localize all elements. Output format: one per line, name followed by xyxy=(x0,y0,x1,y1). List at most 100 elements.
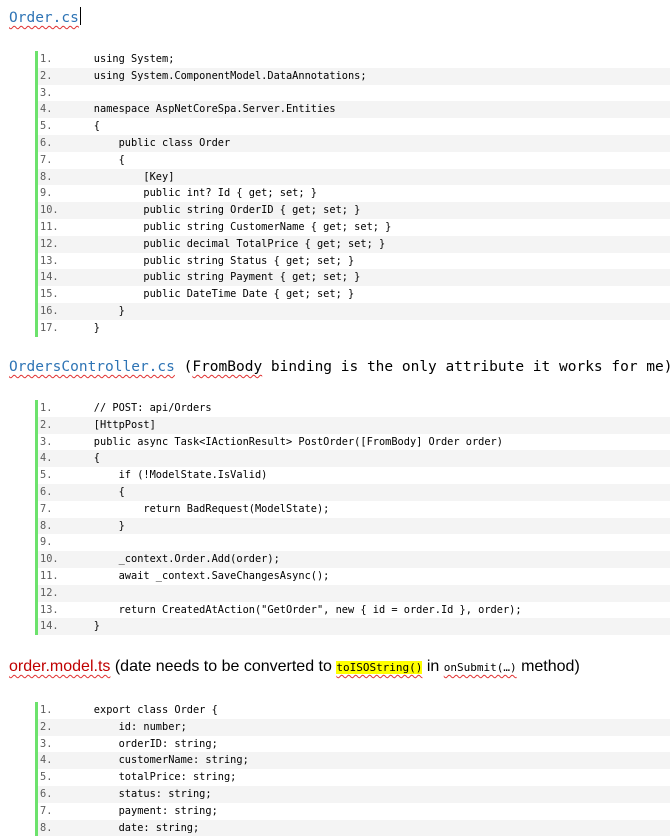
code-text: public decimal TotalPrice { get; set; } xyxy=(69,237,386,250)
line-number: 9. xyxy=(40,536,53,549)
code-text: } xyxy=(69,519,125,532)
code-line: 12. xyxy=(38,584,670,602)
line-number: 10. xyxy=(40,553,59,566)
code-text: public string Status { get; set; } xyxy=(69,254,355,267)
code-text: date: string; xyxy=(69,821,200,834)
code-text: public async Task<IActionResult> PostOrd… xyxy=(69,435,503,448)
line-number: 4. xyxy=(40,103,53,116)
code-line: 3. public async Task<IActionResult> Post… xyxy=(38,434,670,451)
section2-note-rest: binding is the only attribute it works f… xyxy=(262,359,670,375)
code-text: { xyxy=(69,120,100,133)
code-line: 5. { xyxy=(38,118,670,135)
code-line: 14. } xyxy=(38,618,670,636)
line-number: 7. xyxy=(40,502,53,515)
code-text: orderID: string; xyxy=(69,737,218,750)
line-number: 1. xyxy=(40,53,53,65)
section3-note-3: method) xyxy=(516,658,580,675)
line-number: 1. xyxy=(40,402,53,414)
code-line: 8. } xyxy=(38,517,670,535)
line-number: 13. xyxy=(40,254,59,267)
orders-controller-filename[interactable]: OrdersController.cs xyxy=(9,359,175,375)
line-number: 16. xyxy=(40,304,59,317)
code-line: 14. public string Payment { get; set; } xyxy=(38,269,670,287)
code-text: payment: string; xyxy=(69,804,218,817)
code-text: { xyxy=(69,485,125,498)
code-text: export class Order { xyxy=(69,704,218,716)
line-number: 2. xyxy=(40,69,53,82)
line-number: 7. xyxy=(40,804,53,817)
code-text: } xyxy=(69,620,100,633)
code-text: if (!ModelState.IsValid) xyxy=(69,469,268,482)
line-number: 11. xyxy=(40,220,59,233)
code-line: 2. id: number; xyxy=(38,718,670,736)
code-line: 1. using System; xyxy=(38,51,670,68)
code-text: public int? Id { get; set; } xyxy=(69,187,317,200)
code-line: 9. xyxy=(38,534,670,551)
line-number: 1. xyxy=(40,704,53,716)
section2-note-open: ( xyxy=(174,359,193,375)
line-number: 8. xyxy=(40,821,53,834)
code-line: 1. // POST: api/Orders xyxy=(38,400,670,417)
code-text: return CreatedAtAction("GetOrder", new {… xyxy=(69,603,522,616)
code-line: 6. { xyxy=(38,483,670,501)
code-line: 10. public string OrderID { get; set; } xyxy=(38,202,670,219)
code-line: 2. [HttpPost] xyxy=(38,416,670,434)
line-number: 4. xyxy=(40,754,53,767)
code-line: 1. export class Order { xyxy=(38,702,670,719)
code-text: using System.ComponentModel.DataAnnotati… xyxy=(69,69,367,82)
code-text: public string CustomerName { get; set; } xyxy=(69,220,392,233)
code-line: 17. } xyxy=(38,320,670,337)
code-line: 5. if (!ModelState.IsValid) xyxy=(38,467,670,484)
code-text xyxy=(67,85,69,102)
line-number: 12. xyxy=(40,237,59,250)
code-line: 8. [Key] xyxy=(38,168,670,186)
line-number: 9. xyxy=(40,187,53,200)
line-number: 5. xyxy=(40,120,53,133)
code-line: 7. return BadRequest(ModelState); xyxy=(38,501,670,518)
code-text: } xyxy=(69,321,100,334)
code-text: totalPrice: string; xyxy=(69,771,237,784)
code-line: 3. orderID: string; xyxy=(38,736,670,753)
code-text: [Key] xyxy=(69,170,175,183)
code-text: public class Order xyxy=(69,136,231,149)
line-number: 2. xyxy=(40,418,53,431)
code-line: 3. xyxy=(38,85,670,102)
code-text: await _context.SaveChangesAsync(); xyxy=(69,569,330,582)
code-line: 4. { xyxy=(38,450,670,468)
order-model-filename[interactable]: order.model.ts xyxy=(9,658,111,675)
line-number: 5. xyxy=(40,469,53,482)
code-text: return BadRequest(ModelState); xyxy=(69,502,330,515)
line-number: 15. xyxy=(40,288,59,301)
section3-heading: order.model.ts (date needs to be convert… xyxy=(9,657,580,678)
line-number: 8. xyxy=(40,170,53,183)
code-text: [HttpPost] xyxy=(69,418,156,431)
section3-note-onsubmit: onSubmit(…) xyxy=(443,661,517,674)
line-number: 5. xyxy=(40,771,53,784)
code-text: public DateTime Date { get; set; } xyxy=(69,288,355,301)
line-number: 17. xyxy=(40,321,59,334)
code-text: } xyxy=(69,304,125,317)
code-line: 13. public string Status { get; set; } xyxy=(38,253,670,270)
line-number: 3. xyxy=(40,86,53,99)
code-text: // POST: api/Orders xyxy=(69,402,212,414)
line-number: 2. xyxy=(40,720,53,733)
section2-note-frombody: FromBody xyxy=(192,359,263,375)
section2-heading: OrdersController.cs (FromBody binding is… xyxy=(9,357,670,377)
text-cursor xyxy=(79,7,81,25)
code-line: 8. date: string; xyxy=(38,819,670,837)
line-number: 10. xyxy=(40,204,59,217)
code-block-order-cs: 1. using System; 2. using System.Compone… xyxy=(35,51,670,337)
line-number: 6. xyxy=(40,136,53,149)
code-text: customerName: string; xyxy=(69,754,249,767)
code-text xyxy=(67,534,69,551)
code-line: 6. public class Order xyxy=(38,134,670,152)
line-number: 14. xyxy=(40,271,59,284)
code-line: 11. public string CustomerName { get; se… xyxy=(38,219,670,236)
code-text: public string OrderID { get; set; } xyxy=(69,204,361,217)
code-line: 15. public DateTime Date { get; set; } xyxy=(38,286,670,303)
code-line: 4. namespace AspNetCoreSpa.Server.Entiti… xyxy=(38,101,670,119)
code-line: 16. } xyxy=(38,302,670,320)
code-text: public string Payment { get; set; } xyxy=(69,271,361,284)
order-cs-filename[interactable]: Order.cs xyxy=(9,10,79,26)
line-number: 8. xyxy=(40,519,53,532)
